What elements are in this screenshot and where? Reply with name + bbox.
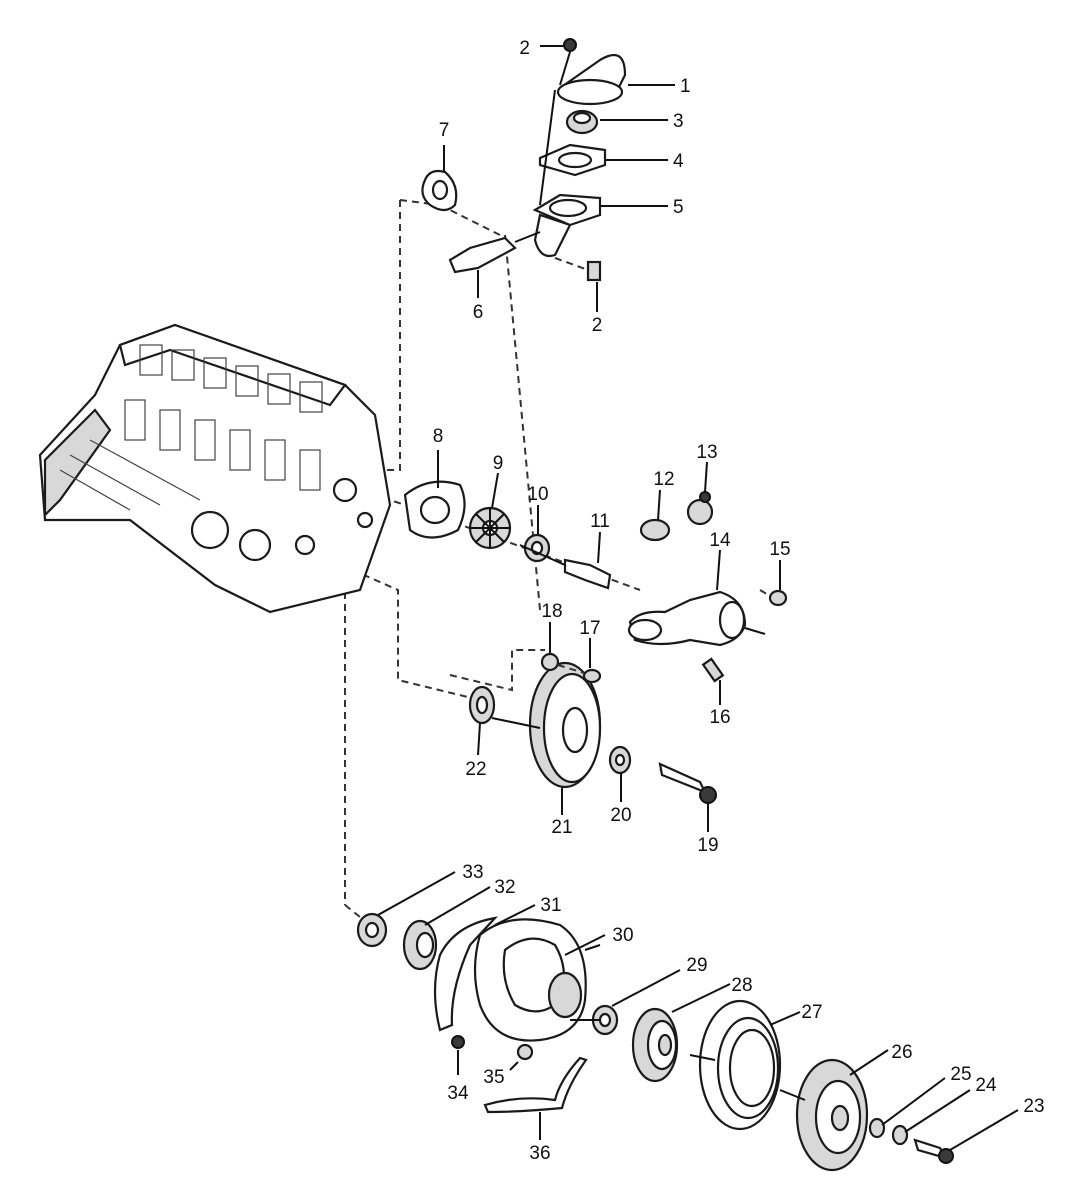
callout-10: 10 [527,484,548,505]
callout-1: 1 [680,76,691,97]
callout-leaders [377,45,1019,1151]
callout-14: 14 [709,530,731,551]
callout-2: 2 [519,38,530,59]
callout-labels: 2 1 3 4 5 2 6 7 8 9 10 11 12 13 14 15 16… [433,38,1045,1164]
engine-block [38,323,392,614]
water-pump-group [403,480,788,683]
callout-20: 20 [610,805,631,826]
callout-28: 28 [731,975,752,996]
callout-19: 19 [697,835,718,856]
callout-15: 15 [769,539,790,560]
callout-2b: 2 [592,315,603,336]
callout-18: 18 [541,601,562,622]
callout-31: 31 [540,895,561,916]
callout-16: 16 [709,707,730,728]
callout-8: 8 [433,426,444,447]
callout-4: 4 [673,151,684,172]
callout-21: 21 [551,817,572,838]
assembly-lines [329,199,641,926]
callout-26: 26 [891,1042,912,1063]
callout-33: 33 [462,862,483,883]
callout-11: 11 [590,511,610,532]
callout-22: 22 [465,759,486,780]
callout-29: 29 [686,955,707,976]
callout-23: 23 [1023,1096,1044,1117]
callout-34: 34 [447,1083,469,1104]
callout-35: 35 [483,1067,504,1088]
callout-9: 9 [493,453,504,474]
callout-25: 25 [950,1064,971,1085]
callout-5: 5 [673,197,684,218]
callout-36: 36 [529,1143,550,1164]
callout-17: 17 [579,618,600,639]
idler-pulley-group [468,652,717,804]
callout-27: 27 [801,1002,822,1023]
callout-30: 30 [612,925,633,946]
callout-7: 7 [439,120,450,141]
callout-3: 3 [673,111,684,132]
callout-6: 6 [473,302,484,323]
thermostat-housing-group [421,38,627,282]
callout-13: 13 [696,442,717,463]
callout-12: 12 [653,469,674,490]
timing-cover-group [356,912,954,1172]
callout-24: 24 [975,1075,997,1096]
callout-32: 32 [494,877,515,898]
